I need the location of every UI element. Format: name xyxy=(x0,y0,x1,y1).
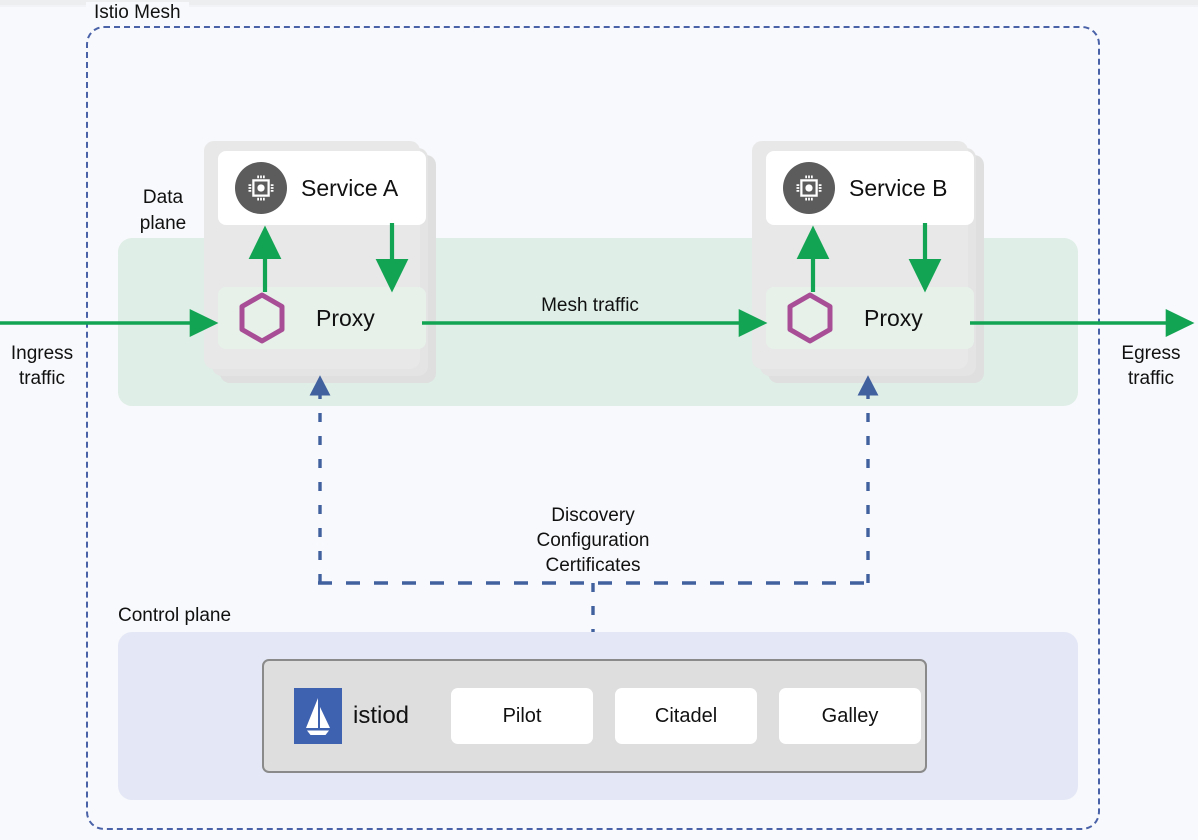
pod-service-b: Service B Proxy xyxy=(752,141,984,383)
data-plane-label: Data plane xyxy=(118,185,208,237)
proxy-card-b[interactable]: Proxy xyxy=(766,287,974,349)
window-top-strip xyxy=(0,0,1198,5)
istiod-container[interactable]: istiod Pilot Citadel Galley xyxy=(262,659,927,773)
window-top-strip-secondary xyxy=(0,5,1198,7)
proxy-name-a: Proxy xyxy=(316,304,375,331)
discovery-label: Discovery xyxy=(551,505,635,526)
istiod-label: istiod xyxy=(353,702,410,729)
service-card-a[interactable]: Service A xyxy=(218,151,426,225)
component-citadel[interactable]: Citadel xyxy=(615,688,758,744)
proxy-card-a[interactable]: Proxy xyxy=(218,287,426,349)
cpu-chip-icon xyxy=(783,162,835,214)
component-citadel-label: Citadel xyxy=(654,704,718,727)
ingress-traffic-label-line1: Ingress xyxy=(10,343,74,364)
pod-service-a: Service A Proxy xyxy=(204,141,436,383)
component-galley[interactable]: Galley xyxy=(779,688,922,744)
ingress-traffic-label: Ingress traffic xyxy=(0,341,84,391)
istio-mesh-boundary xyxy=(86,26,1100,830)
service-card-b[interactable]: Service B xyxy=(766,151,974,225)
egress-traffic-label-line1: Egress xyxy=(1121,343,1181,364)
discovery-config-certs-label: Discovery Configuration Certificates xyxy=(495,503,691,578)
ingress-traffic-label-line2: traffic xyxy=(18,368,66,389)
component-pilot-label: Pilot xyxy=(502,704,542,727)
istio-sailboat-logo xyxy=(294,688,342,744)
service-name-b: Service B xyxy=(849,174,948,201)
control-plane-label: Control plane xyxy=(118,605,232,626)
data-plane-label-line2: plane xyxy=(139,213,187,234)
hexagon-icon xyxy=(784,292,836,344)
cpu-chip-icon xyxy=(235,162,287,214)
proxy-name-b: Proxy xyxy=(864,304,923,331)
configuration-label: Configuration xyxy=(536,530,650,551)
component-galley-label: Galley xyxy=(821,704,879,727)
certificates-label: Certificates xyxy=(545,555,641,576)
data-plane-label-line1: Data xyxy=(142,187,184,208)
egress-traffic-label: Egress traffic xyxy=(1108,341,1194,391)
egress-traffic-label-line2: traffic xyxy=(1127,368,1175,389)
service-name-a: Service A xyxy=(301,174,399,201)
mesh-traffic-label: Mesh traffic xyxy=(541,295,639,316)
hexagon-icon xyxy=(236,292,288,344)
istio-mesh-label: Istio Mesh xyxy=(86,2,189,24)
component-pilot[interactable]: Pilot xyxy=(451,688,594,744)
